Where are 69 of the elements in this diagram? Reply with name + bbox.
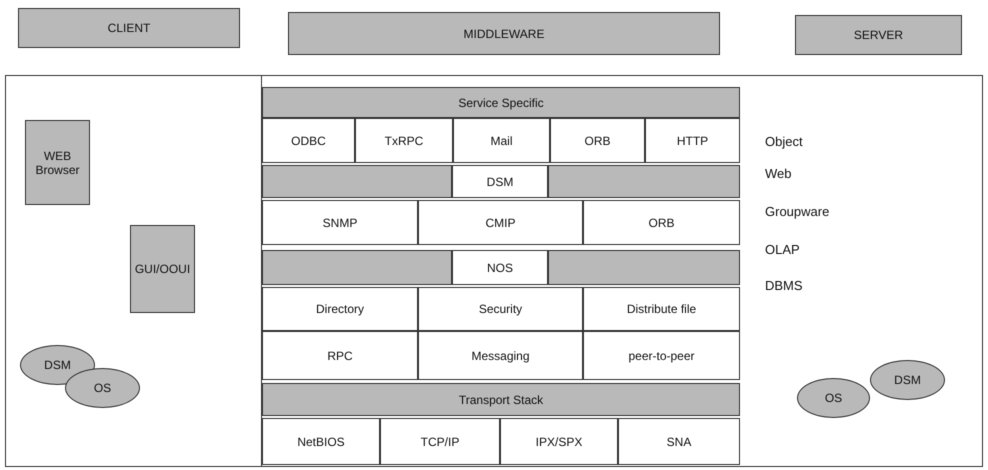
protocol-cell bbox=[452, 250, 548, 285]
layer-box bbox=[262, 383, 740, 416]
box-label: IPX/SPX bbox=[536, 434, 582, 448]
box-label: CLIENT bbox=[108, 21, 150, 35]
box-label: Directory bbox=[316, 302, 364, 316]
protocol-cell bbox=[262, 118, 355, 163]
server-item-label: OLAP bbox=[765, 242, 800, 257]
box-label: NOS bbox=[486, 260, 513, 274]
box-label: MIDDLEWARE bbox=[464, 26, 544, 40]
filler-bar bbox=[548, 250, 740, 285]
box-label: Service Specific bbox=[458, 96, 544, 110]
box-label: DSM bbox=[894, 373, 921, 387]
protocol-cell bbox=[452, 165, 548, 198]
protocol-cell bbox=[262, 418, 380, 465]
box-label: TxRPC bbox=[384, 134, 424, 148]
protocol-cell bbox=[380, 418, 500, 465]
protocol-cell bbox=[583, 287, 740, 331]
box-label: CMIP bbox=[486, 216, 516, 230]
box-label: Distribute file bbox=[626, 302, 696, 316]
filler-bar bbox=[262, 250, 452, 285]
protocol-cell bbox=[262, 331, 418, 380]
protocol-cell bbox=[500, 418, 618, 465]
box-label: SNMP bbox=[322, 216, 358, 230]
box-label: TCP/IP bbox=[420, 434, 460, 448]
box-label: peer-to-peer bbox=[628, 348, 695, 362]
protocol-cell bbox=[262, 287, 418, 331]
box-label: Transport Stack bbox=[458, 392, 544, 406]
protocol-cell bbox=[645, 118, 740, 163]
filler-bar bbox=[262, 165, 452, 198]
protocol-cell bbox=[355, 118, 453, 163]
box-label: SNA bbox=[666, 434, 692, 448]
ellipse-shape bbox=[797, 378, 870, 418]
box-label: GUI/OOUI bbox=[134, 262, 190, 276]
filler-bar bbox=[548, 165, 740, 198]
layer-box bbox=[18, 8, 240, 48]
layer-box bbox=[795, 15, 962, 55]
protocol-cell bbox=[418, 287, 583, 331]
ellipse-shape bbox=[870, 360, 945, 400]
server-item-label: Object bbox=[765, 134, 803, 149]
box-label: NetBIOS bbox=[297, 434, 345, 448]
protocol-cell bbox=[418, 331, 583, 380]
box-label: OS bbox=[94, 381, 112, 395]
box-label: Messaging bbox=[471, 348, 530, 362]
server-item-label: DBMS bbox=[765, 278, 803, 293]
box-label: WEB Browser bbox=[34, 148, 80, 176]
layer-box bbox=[262, 87, 740, 118]
layer-box bbox=[130, 225, 195, 313]
protocol-cell bbox=[262, 200, 418, 245]
box-label: Security bbox=[478, 302, 522, 316]
box-label: HTTP bbox=[676, 134, 708, 148]
layer-box bbox=[25, 120, 90, 205]
box-label: DSM bbox=[44, 358, 71, 372]
box-label: OS bbox=[824, 391, 842, 405]
layer-box bbox=[288, 12, 720, 55]
protocol-cell bbox=[550, 118, 645, 163]
box-label: DSM bbox=[486, 174, 514, 188]
server-item-label: Groupware bbox=[765, 204, 830, 219]
box-label: ODBC bbox=[291, 134, 326, 148]
box-label: SERVER bbox=[854, 28, 904, 42]
box-label: RPC bbox=[327, 348, 353, 362]
box-label: ORB bbox=[584, 134, 610, 148]
server-item-label: Web bbox=[765, 166, 792, 181]
protocol-cell bbox=[618, 418, 740, 465]
protocol-cell bbox=[453, 118, 550, 163]
protocol-cell bbox=[583, 200, 740, 245]
protocol-cell bbox=[583, 331, 740, 380]
box-label: Mail bbox=[490, 134, 512, 148]
protocol-cell bbox=[418, 200, 583, 245]
box-label: ORB bbox=[648, 216, 674, 230]
